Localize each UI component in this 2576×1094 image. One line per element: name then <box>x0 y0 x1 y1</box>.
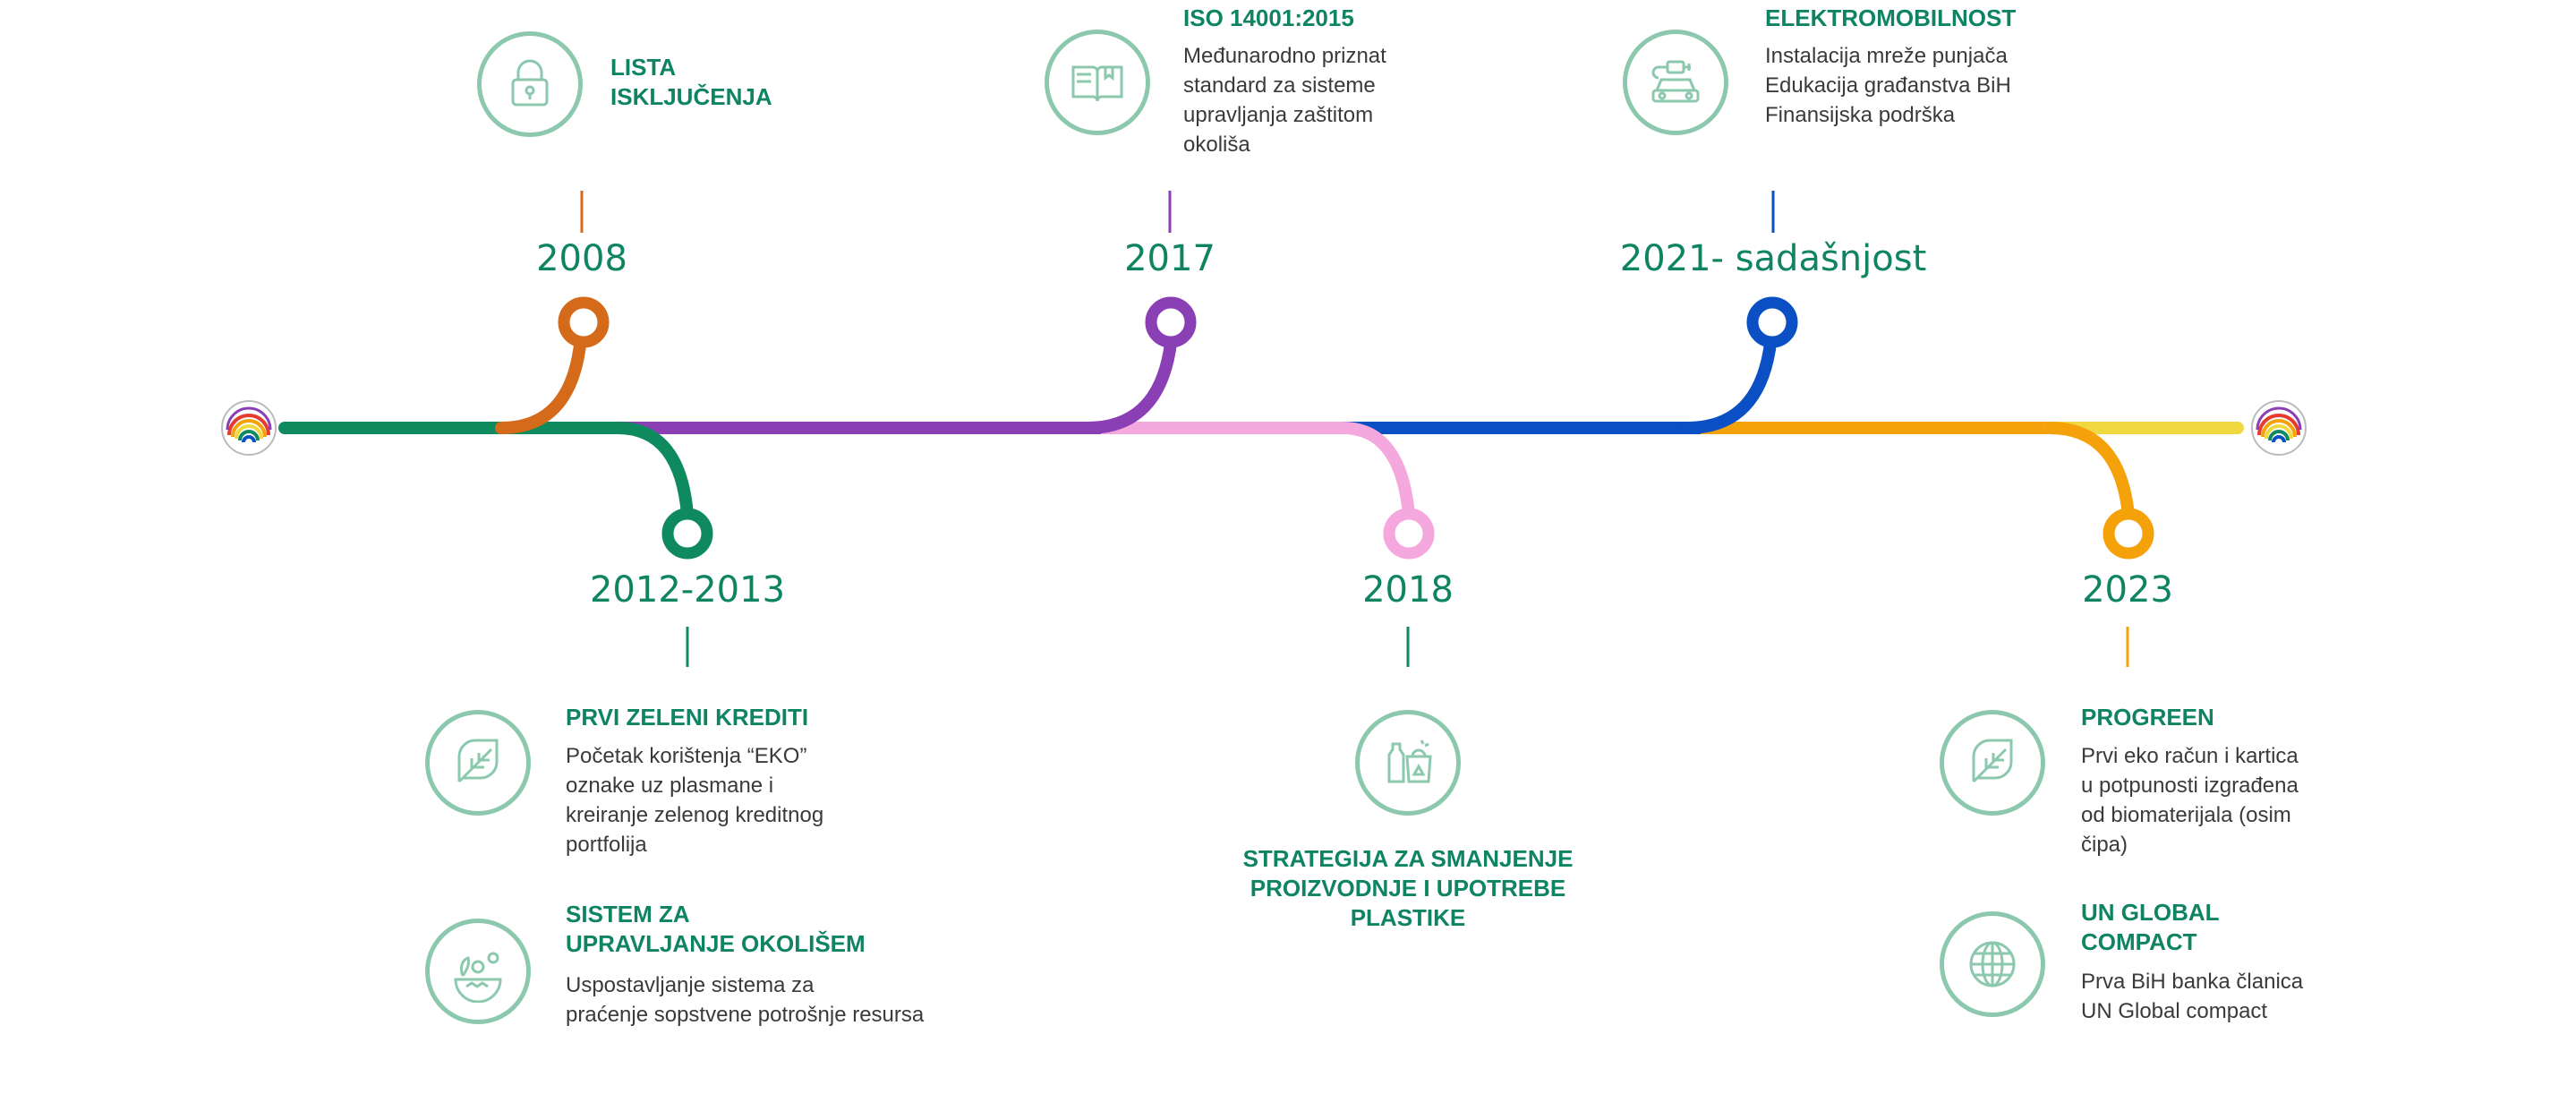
eco-gears-icon <box>425 919 531 1024</box>
globe-icon <box>1940 911 2045 1017</box>
milestone-title-progreen: PROGREEN <box>2081 704 2214 731</box>
milestone-desc-elektromobilnost: Instalacija mreže punjača Edukacija građ… <box>1765 44 2011 127</box>
year-2012-2013: 2012-2013 <box>589 569 786 611</box>
milestone-title-iso: ISO 14001:2015 <box>1183 4 1354 31</box>
branch-2018 <box>1336 422 1415 521</box>
lock-icon <box>477 31 583 137</box>
milestone-desc-iso: Međunarodno priznat standard za sisteme … <box>1183 44 1386 157</box>
milestone-desc-zeleni-krediti: Početak korištenja “EKO” oznake uz plasm… <box>566 744 824 857</box>
milestone-title-sistem-okolis: SISTEM ZA UPRAVLJANJE OKOLIŠEM <box>566 901 866 957</box>
book-icon <box>1045 30 1150 135</box>
milestone-desc-sistem-okolis: Uspostavljanje sistema za praćenje sopst… <box>566 973 925 1027</box>
node-2012 <box>661 508 713 560</box>
milestone-title-lista-iskljucenja: LISTA ISKLJUČENJA <box>610 54 772 110</box>
node-2008 <box>558 296 610 348</box>
plastic-bottle-bag-icon <box>1355 710 1461 816</box>
node-2023 <box>2103 508 2154 560</box>
year-2023: 2023 <box>2082 569 2173 611</box>
year-2017: 2017 <box>1124 238 1215 279</box>
branch-2023 <box>2043 422 2135 521</box>
milestone-desc-un-global-compact: Prva BiH banka članica UN Global compact <box>2081 970 2304 1023</box>
year-2021: 2021- sadašnjost <box>1619 238 1927 279</box>
milestone-title-zeleni-krediti: PRVI ZELENI KREDITI <box>566 704 809 731</box>
electric-car-icon <box>1623 30 1728 135</box>
milestone-title-elektromobilnost: ELEKTROMOBILNOST <box>1765 4 2017 31</box>
year-2008: 2008 <box>536 238 627 279</box>
leaf-icon <box>425 710 531 816</box>
branch-2012 <box>611 422 694 521</box>
node-2017 <box>1145 296 1197 348</box>
milestone-title-un-global-compact: UN GLOBAL COMPACT <box>2081 899 2220 955</box>
milestone-title-plastika: STRATEGIJA ZA SMANJENJE PROIZVODNJE I UP… <box>1242 845 1574 931</box>
year-2018: 2018 <box>1362 569 1454 611</box>
node-2018 <box>1383 508 1435 560</box>
leaf-icon <box>1940 710 2045 816</box>
milestone-desc-progreen: Prvi eko račun i kartica u potpunosti iz… <box>2081 744 2299 857</box>
logo-right <box>2251 400 2307 456</box>
node-2021 <box>1746 296 1798 348</box>
logo-left <box>221 400 277 456</box>
